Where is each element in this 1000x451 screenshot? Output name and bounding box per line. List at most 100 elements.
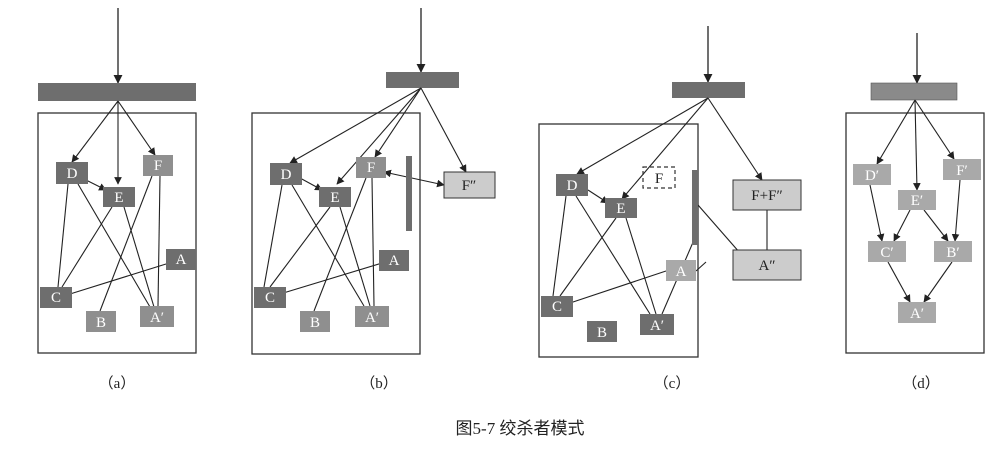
edge-d-gw-d <box>876 99 916 165</box>
svg-text:D: D <box>567 178 578 194</box>
svg-text:F+F″: F+F″ <box>751 188 782 204</box>
facade-bar-b <box>406 156 412 231</box>
node-b-f: F <box>356 157 386 178</box>
edge-b-d-e <box>299 177 323 191</box>
edge-c-gw-d <box>576 97 709 175</box>
edge-d-e-b <box>923 209 949 242</box>
edge-b-gw-f <box>374 87 422 158</box>
svg-text:A: A <box>676 264 687 280</box>
node-d-c: C′ <box>868 241 906 262</box>
panel-c: D E F A C B A′ F+F″ <box>538 26 802 392</box>
svg-text:A′: A′ <box>365 310 379 326</box>
svg-text:A′: A′ <box>650 318 664 334</box>
svg-text:F′: F′ <box>956 163 968 179</box>
edge-a-e-c <box>61 206 113 288</box>
edge-b-gw-e <box>336 87 422 185</box>
svg-text:F″: F″ <box>462 178 477 194</box>
edge-c-a-bar <box>695 261 707 272</box>
svg-text:D: D <box>67 166 78 182</box>
svg-text:B: B <box>96 315 106 331</box>
svg-text:B: B <box>310 315 320 331</box>
node-c-b: B <box>587 321 617 342</box>
node-b-d: D <box>270 163 302 185</box>
node-b-b: B <box>300 311 330 332</box>
node-c-a: A <box>666 260 696 281</box>
node-c-a3: A″ <box>732 249 802 281</box>
node-a-e: E <box>103 187 135 207</box>
frame-a <box>37 112 197 354</box>
svg-text:C: C <box>265 290 275 306</box>
node-b-a2: A′ <box>355 306 389 327</box>
svg-text:D′: D′ <box>865 168 879 184</box>
panel-d: D′ E′ F′ C′ B′ A′ （d） <box>845 33 985 392</box>
edge-c-d-e <box>587 189 609 204</box>
panel-a: D E F A C B A′ （a） <box>37 8 197 392</box>
panel-d-label: （d） <box>902 375 940 392</box>
edge-c-a-c <box>569 270 667 304</box>
node-c-c: C <box>541 296 573 317</box>
svg-text:E: E <box>616 201 625 217</box>
panel-a-label: （a） <box>99 375 136 392</box>
node-a-c: C <box>40 287 72 308</box>
svg-text:B′: B′ <box>946 245 959 261</box>
edge-d-d-c <box>869 184 885 242</box>
node-c-d: D <box>556 174 588 196</box>
edge-a-f-a2 <box>157 175 161 307</box>
edge-b-gw-f2 <box>420 87 467 173</box>
edge-a-f-b <box>99 175 153 312</box>
edge-b-f-a2 <box>371 177 375 307</box>
node-d-a: A′ <box>898 302 936 323</box>
svg-text:A: A <box>176 252 187 268</box>
edge-c-gw-ff <box>707 97 763 181</box>
edge-a-gw-f <box>117 100 156 156</box>
node-a-a2: A′ <box>140 306 174 327</box>
gateway-a <box>38 83 196 101</box>
figure-caption: 图5-7 绞杀者模式 <box>456 419 585 438</box>
frame-b <box>251 112 421 355</box>
edge-b-e-a2 <box>339 206 371 307</box>
svg-text:F: F <box>154 158 162 174</box>
gateway-c <box>672 82 745 98</box>
edge-b-d-c <box>263 184 283 288</box>
svg-text:F: F <box>367 160 375 176</box>
gateway-b <box>386 72 459 88</box>
edge-d-e-c <box>893 209 911 242</box>
svg-text:C′: C′ <box>880 245 893 261</box>
svg-text:A: A <box>389 253 400 269</box>
edge-d-gw-e <box>912 99 921 191</box>
edge-d-b-a <box>923 261 953 303</box>
svg-text:E: E <box>114 190 123 206</box>
svg-text:A″: A″ <box>758 258 775 274</box>
edge-d-f-b <box>951 179 961 242</box>
frame-c <box>538 123 699 358</box>
edge-b-f-f2 <box>383 169 445 188</box>
svg-text:E′: E′ <box>911 193 923 209</box>
svg-text:B: B <box>597 325 607 341</box>
node-d-d: D′ <box>853 164 891 185</box>
edge-c-gw-e <box>621 97 709 200</box>
edge-b-f-b <box>313 177 367 312</box>
node-a-a: A <box>166 249 196 270</box>
node-c-f-removed: F <box>642 166 676 189</box>
node-b-f2: F″ <box>443 171 496 199</box>
edge-b-gw-d <box>289 87 422 164</box>
svg-text:C: C <box>51 290 61 306</box>
edge-a-d-a2 <box>77 183 151 308</box>
node-d-b: B′ <box>934 241 972 262</box>
edge-d-c-a <box>887 261 911 303</box>
edge-c-bar-a3 <box>697 204 741 254</box>
svg-text:A′: A′ <box>150 310 164 326</box>
svg-text:A′: A′ <box>910 306 924 322</box>
facade-bar-c <box>692 170 698 245</box>
svg-text:C: C <box>552 299 562 315</box>
panel-b: D E F A C B A′ F″ （b） <box>251 8 496 392</box>
edge-b-d-a2 <box>291 184 365 307</box>
node-a-d: D <box>56 162 88 184</box>
node-b-e: E <box>319 187 351 207</box>
edge-d-gw-f <box>914 99 955 160</box>
edge-b-e-c <box>269 206 331 288</box>
edge-c-d-a2 <box>575 195 651 315</box>
edge-c-e-c <box>559 217 617 297</box>
